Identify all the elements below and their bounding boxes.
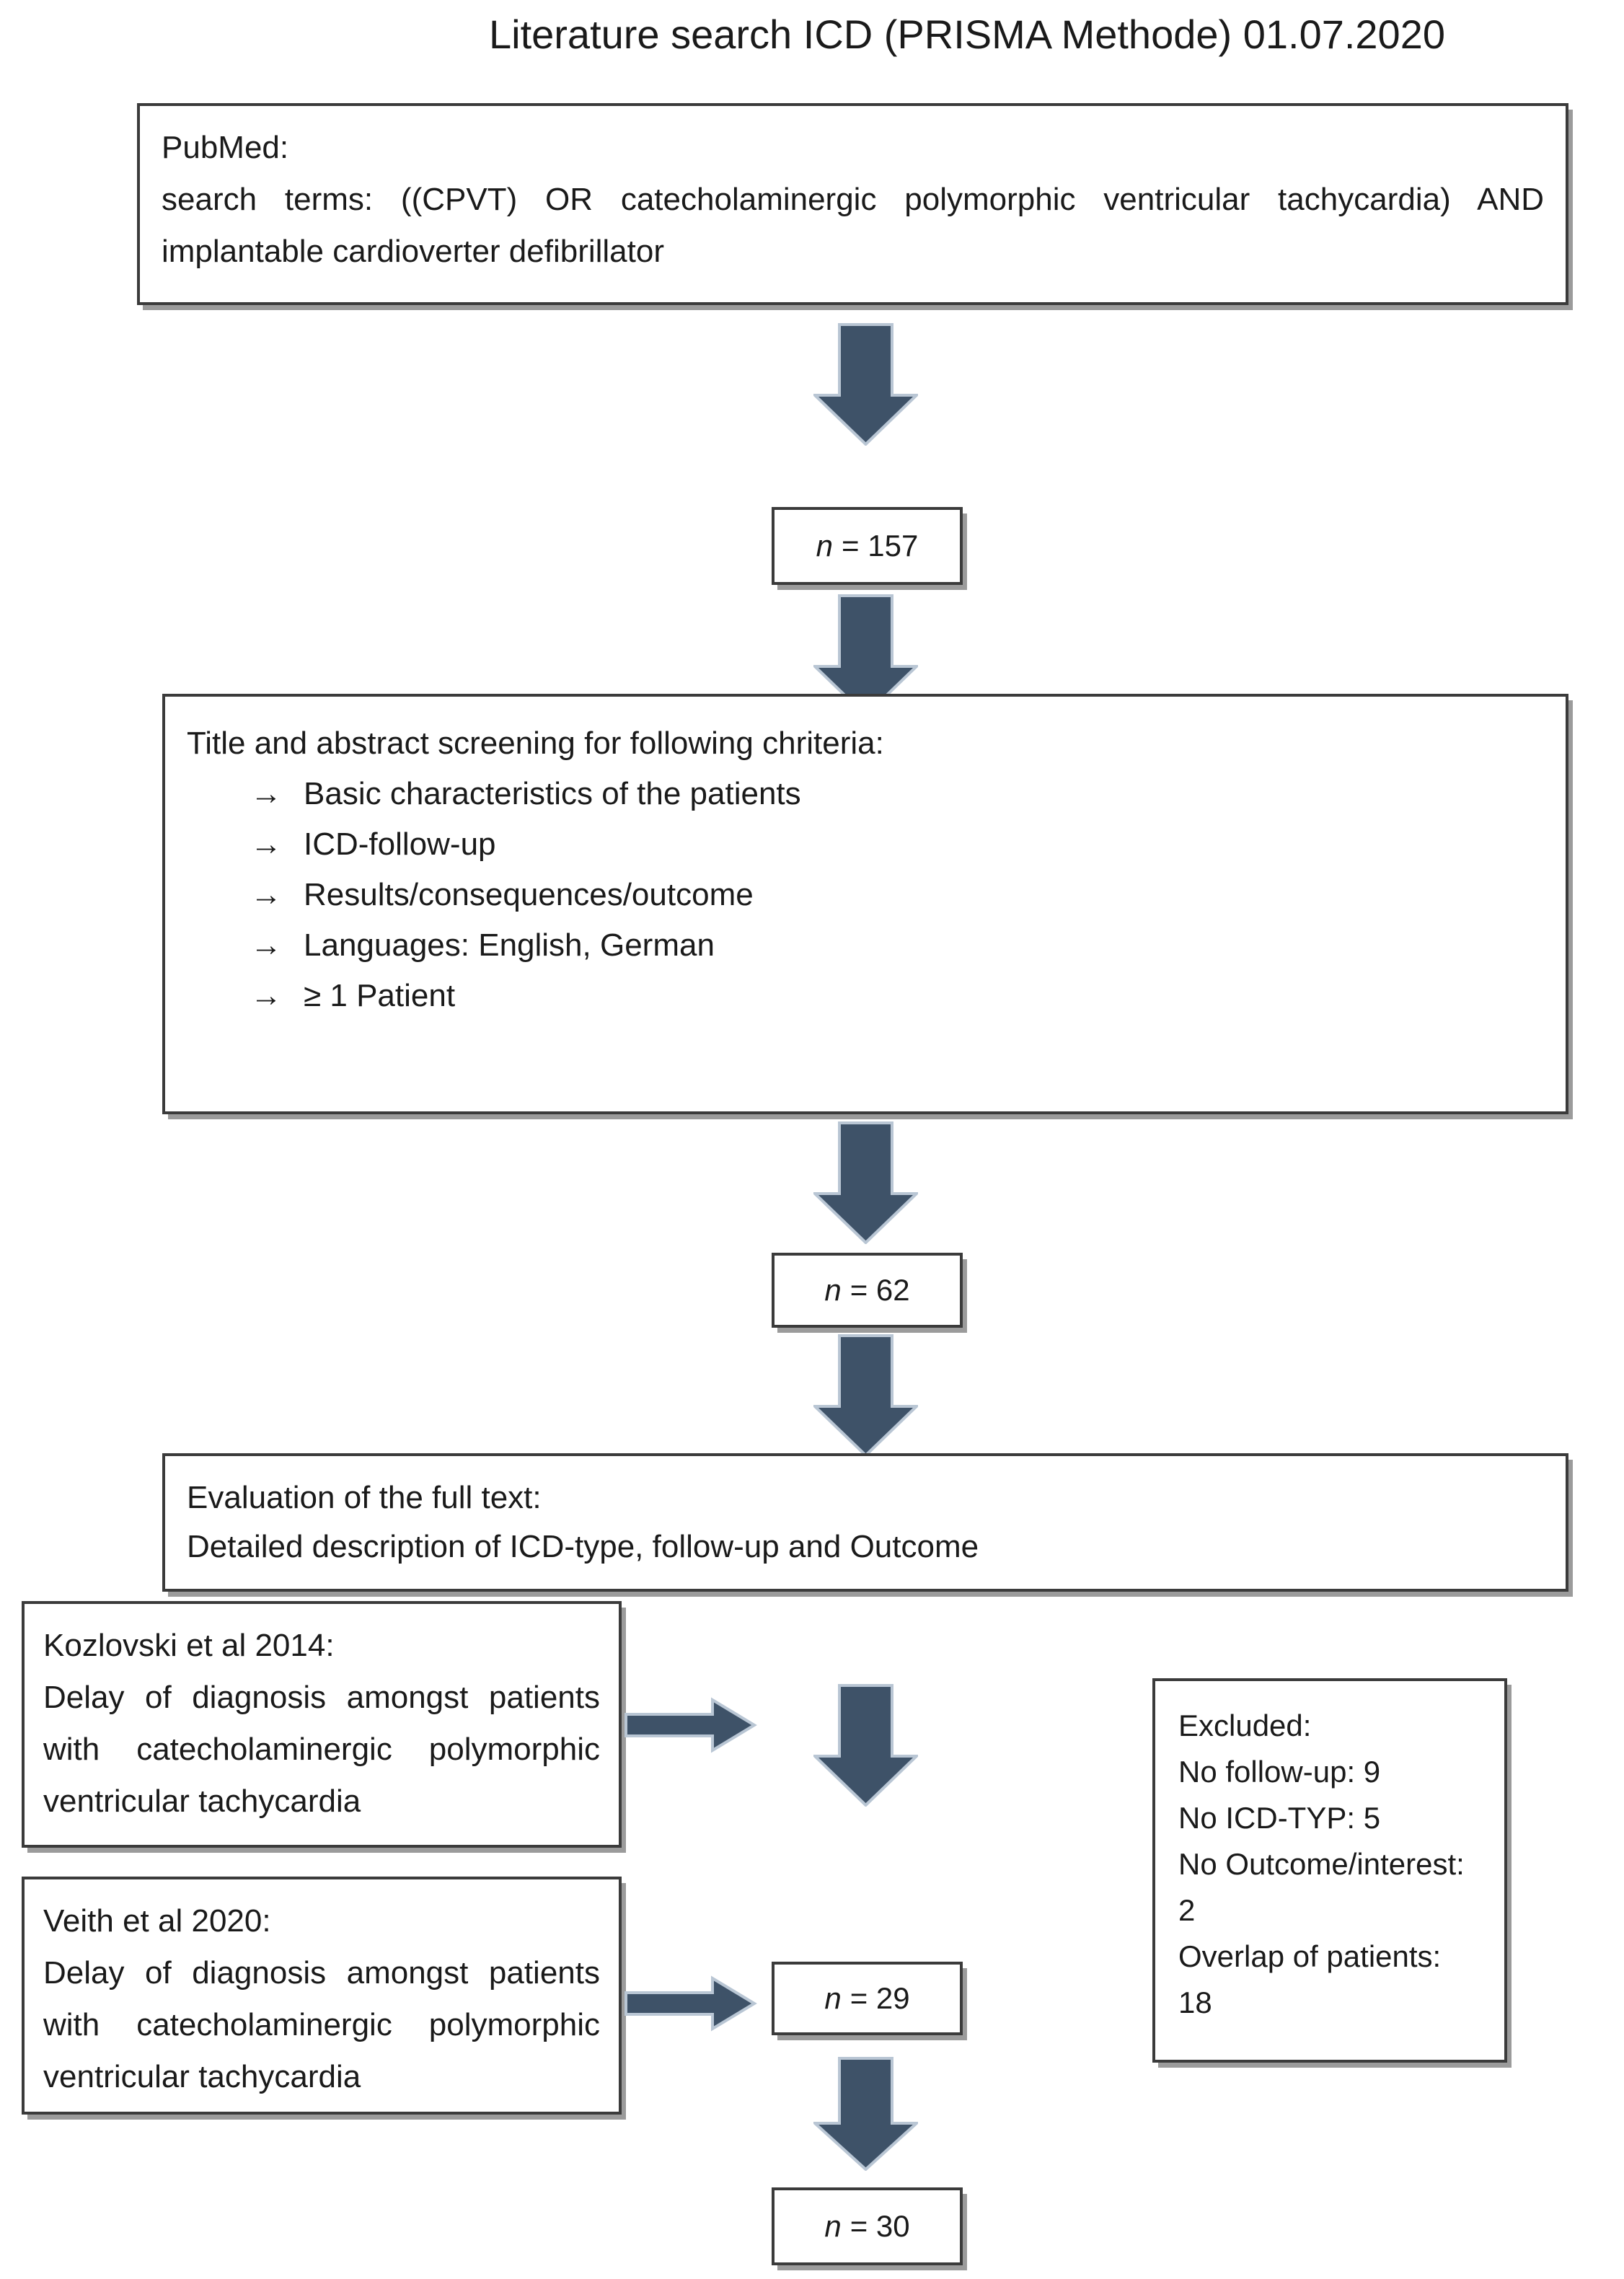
list-item: → Basic characteristics of the patients (187, 769, 1544, 819)
n-symbol: n (824, 1981, 842, 2015)
list-item: → Results/consequences/outcome (187, 870, 1544, 920)
right-arrow-bullet-icon: → (250, 978, 282, 1013)
excluded-title: Excluded: (1178, 1709, 1312, 1742)
study-title: Veith et al 2020: (43, 1903, 271, 1939)
list-item: → Languages: English, German (187, 920, 1544, 971)
veith-study-box: Veith et al 2020: Delay of diagnosis amo… (22, 1877, 622, 2115)
fulltext-evaluation-box: Evaluation of the full text: Detailed de… (162, 1453, 1568, 1592)
bullet-text: Basic characteristics of the patients (304, 776, 801, 811)
down-arrow-icon (813, 323, 918, 446)
list-item: → ICD-follow-up (187, 819, 1544, 870)
study-description: Delay of diagnosis amongst patients with… (43, 1680, 600, 1819)
down-arrow-icon (813, 1334, 918, 1457)
study-description: Delay of diagnosis amongst patients with… (43, 1955, 600, 2094)
excluded-item: Overlap of patients: 18 (1178, 1939, 1442, 2019)
n-symbol: n (824, 1273, 842, 1307)
right-arrow-bullet-icon: → (250, 826, 282, 862)
kozlovski-study-box: Kozlovski et al 2014: Delay of diagnosis… (22, 1601, 622, 1848)
n62-value: = 62 (849, 1273, 910, 1307)
n29-value: = 29 (849, 1981, 910, 2015)
bullet-text: Languages: English, German (304, 927, 715, 963)
excluded-item: No Outcome/interest: 2 (1178, 1847, 1465, 1927)
bullet-text: ≥ 1 Patient (304, 978, 456, 1013)
screening-title: Title and abstract screening for followi… (187, 726, 884, 761)
pubmed-search-box: PubMed: search terms: ((CPVT) OR catecho… (137, 103, 1568, 305)
study-title: Kozlovski et al 2014: (43, 1628, 335, 1663)
evaluation-detail: Detailed description of ICD-type, follow… (187, 1529, 979, 1564)
right-arrow-icon (625, 1967, 757, 2040)
n29-box: n = 29 (772, 1962, 963, 2035)
n30-value: = 30 (849, 2209, 910, 2243)
down-arrow-icon (813, 1684, 918, 1807)
n-symbol: n (824, 2209, 842, 2243)
right-arrow-bullet-icon: → (250, 927, 282, 963)
down-arrow-icon (813, 2057, 918, 2171)
pubmed-label: PubMed: (162, 130, 289, 165)
excluded-item: No ICD-TYP: 5 (1178, 1801, 1381, 1835)
screening-criteria-box: Title and abstract screening for followi… (162, 694, 1568, 1114)
bullet-text: ICD-follow-up (304, 826, 496, 862)
right-arrow-icon (625, 1689, 757, 1761)
right-arrow-bullet-icon: → (250, 877, 282, 912)
n-symbol: n (816, 529, 834, 563)
down-arrow-icon (813, 594, 918, 717)
n30-box: n = 30 (772, 2187, 963, 2265)
n157-box: n = 157 (772, 507, 963, 585)
n62-box: n = 62 (772, 1253, 963, 1328)
down-arrow-icon (813, 1121, 918, 1244)
page-title: Literature search ICD (PRISMA Methode) 0… (488, 12, 1445, 57)
search-terms-text: search terms: ((CPVT) OR catecholaminerg… (162, 182, 1544, 269)
excluded-box: Excluded: No follow-up: 9 No ICD-TYP: 5 … (1152, 1678, 1507, 2063)
evaluation-title: Evaluation of the full text: (187, 1480, 542, 1515)
list-item: → ≥ 1 Patient (187, 971, 1544, 1021)
excluded-item: No follow-up: 9 (1178, 1755, 1381, 1789)
bullet-text: Results/consequences/outcome (304, 877, 754, 912)
n157-value: = 157 (842, 529, 919, 563)
right-arrow-bullet-icon: → (250, 776, 282, 811)
